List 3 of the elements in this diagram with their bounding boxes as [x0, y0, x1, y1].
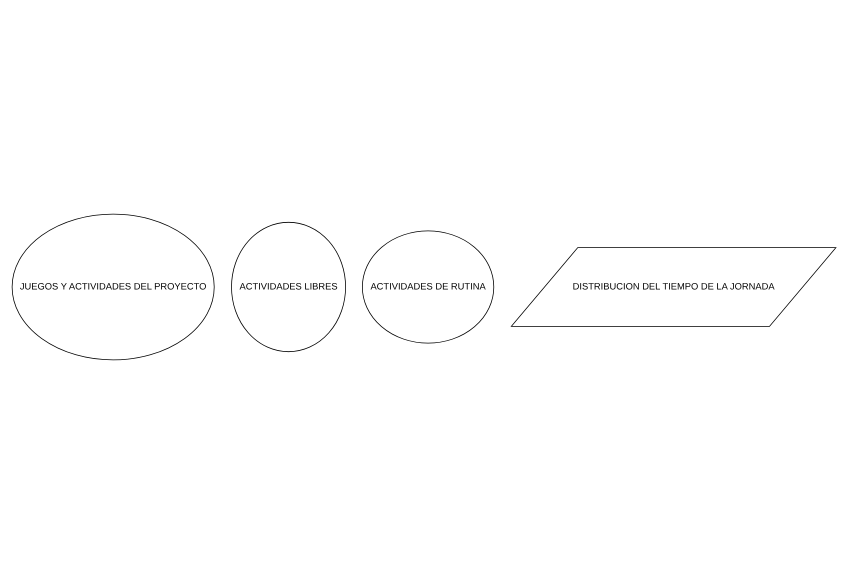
node-ellipse: ACTIVIDADES LIBRES	[231, 222, 346, 352]
node-ellipse: ACTIVIDADES DE RUTINA	[362, 230, 494, 344]
node-ellipse: JUEGOS Y ACTIVIDADES DEL PROYECTO	[12, 214, 215, 360]
